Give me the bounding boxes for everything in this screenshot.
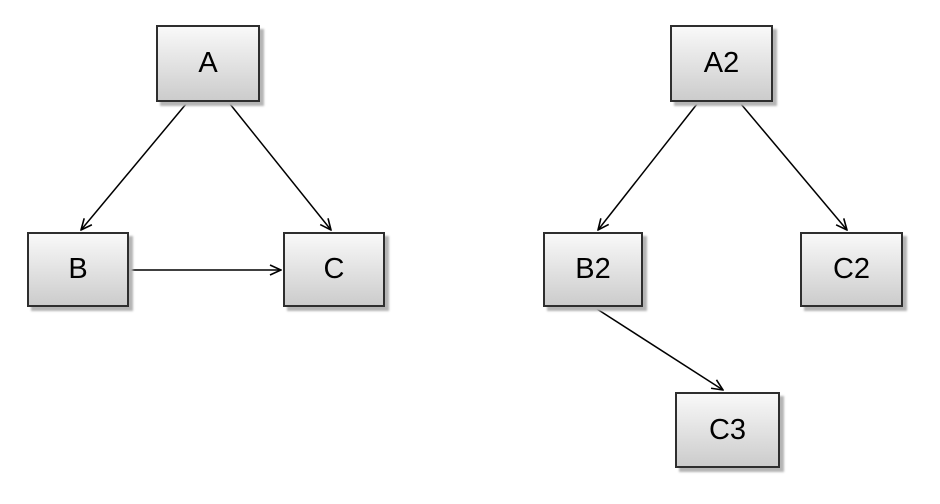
node-label: A (198, 47, 218, 79)
node-label: C2 (832, 253, 871, 285)
node-C2[interactable]: C2 (800, 232, 903, 307)
node-A[interactable]: A (156, 25, 260, 102)
node-label: B (68, 253, 88, 285)
node-label: C3 (708, 413, 747, 446)
edge-A2-B2 (598, 103, 698, 230)
node-C[interactable]: C (283, 232, 385, 307)
node-C3[interactable]: C3 (675, 392, 780, 468)
node-label: A2 (703, 47, 740, 79)
edge-B2-C3 (596, 308, 723, 390)
node-B[interactable]: B (27, 232, 129, 307)
node-A2[interactable]: A2 (670, 25, 773, 102)
node-B2[interactable]: B2 (543, 232, 643, 307)
edge-A-C (229, 103, 331, 230)
node-label: C (323, 253, 345, 285)
edge-A2-C2 (740, 103, 847, 230)
node-label: B2 (575, 253, 611, 285)
edge-A-B (81, 103, 187, 230)
